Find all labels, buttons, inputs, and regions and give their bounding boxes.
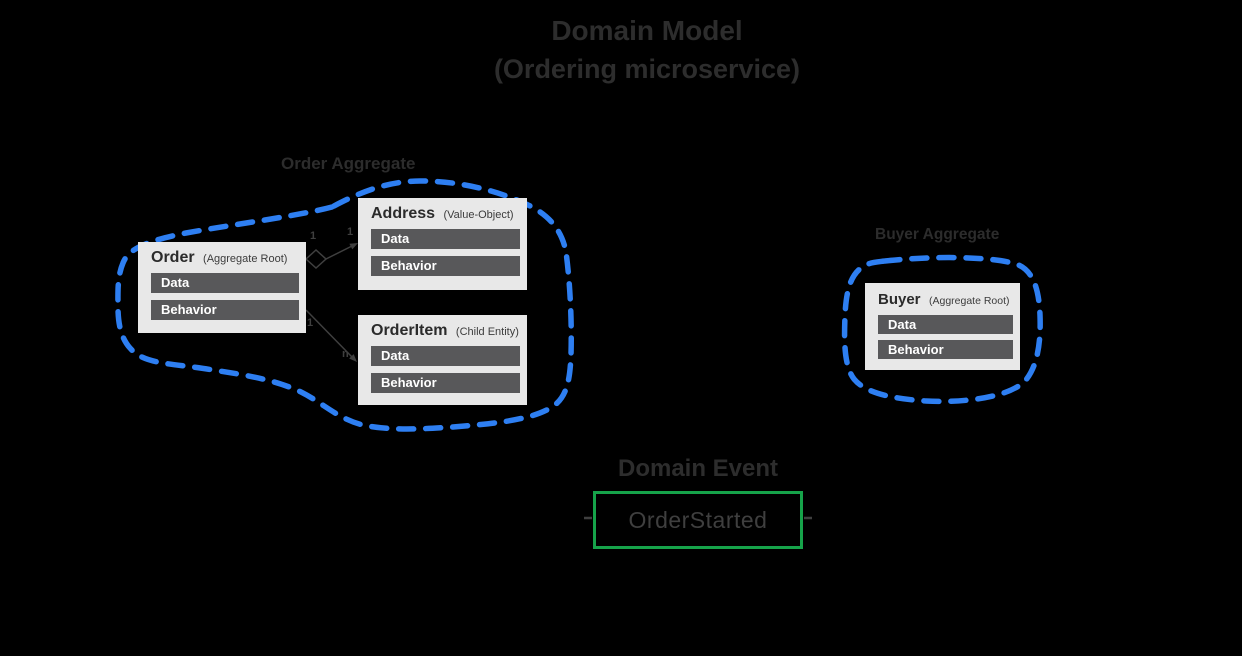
order-orderitem-arrowhead (349, 354, 357, 362)
order-entity-title: Order (Aggregate Root) (151, 249, 299, 267)
buyer-entity-name: Buyer (878, 291, 921, 308)
order-address-from-multiplicity: 1 (310, 230, 317, 242)
buyer-entity-title: Buyer (Aggregate Root) (878, 291, 1013, 309)
address-behavior-bar: Behavior (371, 256, 520, 276)
address-entity-stereotype: (Value-Object) (443, 209, 514, 221)
buyer-aggregate-label: Buyer Aggregate (875, 226, 1000, 243)
order-orderitem-connector (305, 309, 353, 358)
page-title: Domain Model (Ordering microservice) (447, 12, 847, 88)
order-address-connector (325, 245, 353, 260)
buyer-entity-stereotype: (Aggregate Root) (928, 295, 1010, 307)
orderitem-entity-name: OrderItem (371, 322, 448, 339)
page-title-line1: Domain Model (551, 15, 743, 46)
order-orderitem-to-multiplicity: n (342, 348, 349, 360)
order-address-arrowhead (349, 243, 358, 250)
address-data-bar: Data (371, 229, 520, 249)
domain-event-name: OrderStarted (628, 506, 768, 533)
order-entity-name: Order (151, 249, 195, 266)
buyer-behavior-bar: Behavior (878, 340, 1013, 359)
buyer-entity-box: Buyer (Aggregate Root) Data Behavior (865, 283, 1020, 370)
order-entity-stereotype: (Aggregate Root) (203, 253, 288, 265)
order-address-to-multiplicity: 1 (347, 226, 354, 238)
order-data-bar: Data (151, 273, 299, 293)
address-entity-box: Address (Value-Object) Data Behavior (358, 198, 527, 290)
order-entity-box: Order (Aggregate Root) Data Behavior (138, 242, 306, 333)
page-title-line2: (Ordering microservice) (493, 54, 801, 84)
order-aggregate-label: Order Aggregate (281, 154, 416, 173)
aggregation-diamond (304, 248, 328, 270)
order-aggregate-boundary (115, 178, 575, 432)
orderitem-entity-title: OrderItem (Child Entity) (371, 322, 520, 340)
orderitem-behavior-bar: Behavior (371, 373, 520, 393)
address-entity-title: Address (Value-Object) (371, 205, 520, 223)
order-orderitem-from-multiplicity: 1 (307, 317, 314, 329)
buyer-aggregate-boundary (841, 254, 1043, 405)
orderitem-data-bar: Data (371, 346, 520, 366)
domain-event-box: OrderStarted (593, 491, 803, 549)
order-behavior-bar: Behavior (151, 300, 299, 320)
orderitem-entity-box: OrderItem (Child Entity) Data Behavior (358, 315, 527, 405)
orderitem-entity-stereotype: (Child Entity) (455, 326, 519, 338)
buyer-data-bar: Data (878, 315, 1013, 334)
address-entity-name: Address (371, 205, 436, 222)
domain-event-label: Domain Event (617, 455, 779, 482)
